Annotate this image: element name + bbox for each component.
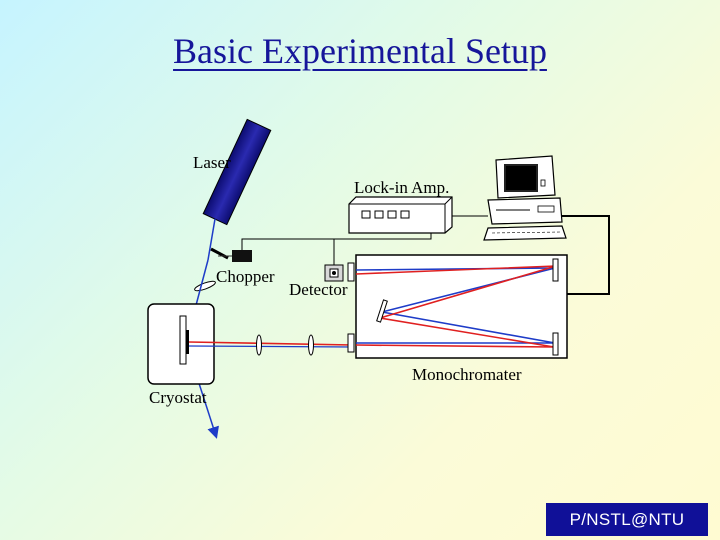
collection-lens-1 [256,334,262,356]
focusing-mirror [552,332,559,356]
detector-device [324,264,344,282]
collection-beam-red [188,341,353,346]
collection-beam-blue [188,345,353,348]
chopper-device [232,250,252,262]
sample-holder [179,315,187,365]
chopper-label: Chopper [216,267,275,286]
steering-mirror [210,247,229,260]
detector-label: Detector [289,280,348,299]
cryostat-label: Cryostat [149,388,207,407]
laser-label: Laser [193,153,231,172]
focusing-lens [194,280,216,292]
footer-badge: P/NSTL@NTU [546,503,708,536]
lockin-label: Lock-in Amp. [354,178,449,197]
exit-slit [347,262,355,282]
slide-title: Basic Experimental Setup [173,31,547,71]
entrance-slit [347,333,355,353]
sample [186,330,189,354]
signal-cables [241,215,488,265]
collimating-mirror [552,258,559,282]
computer-cable [562,215,610,295]
lockin-amplifier [348,196,453,234]
diffraction-grating [376,299,388,323]
laser-beam [207,218,216,261]
laser-device [202,118,272,226]
monochromater-label: Monochromater [412,365,522,384]
computer [483,155,567,241]
collection-lens-2 [308,334,314,356]
